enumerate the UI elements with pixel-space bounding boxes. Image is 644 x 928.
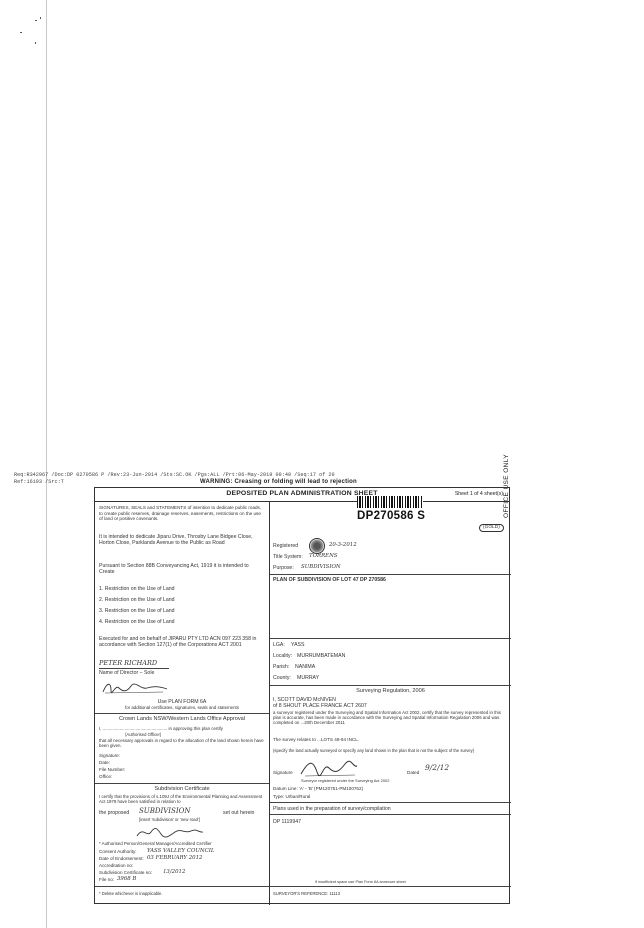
signatures-heading: SIGNATURES, SEALS and STATEMENTS of inte…: [99, 505, 262, 521]
creasing-warning: WARNING: Creasing or folding will lead t…: [200, 479, 357, 485]
crown-field-file-number: File Number:: [99, 767, 126, 772]
lga-label: LGA:: [273, 642, 285, 648]
purpose-value: SUBDIVISION: [301, 564, 341, 570]
insufficient-space-note: If insufficient space use Plan Form 6A a…: [315, 880, 406, 884]
deposited-plan-sheet: DEPOSITED PLAN ADMINISTRATION SHEET Shee…: [94, 487, 511, 905]
surveyors-reference: SURVEYOR'S REFERENCE: 11113: [273, 891, 341, 896]
crown-approvals-text: that all necessary approvals in regard t…: [99, 738, 264, 749]
survey-relates-to: The survey relates to ...LOTS 48-94 INCL…: [273, 737, 360, 742]
purpose-label: Purpose:: [273, 565, 294, 571]
use-plan-form-note: Use PLAN FORM 6A: [157, 699, 207, 705]
restriction-item: 1. Restriction on the Use of Land: [99, 586, 175, 592]
locality-value: MURRUMBATEMAN: [297, 653, 346, 659]
crown-certify-line: I, .....................................…: [99, 726, 223, 731]
title-system-label: Title System:: [273, 554, 303, 560]
column-divider: [269, 501, 270, 905]
crown-field-signature: Signature:: [99, 753, 120, 758]
certificate-number-label: Subdivision Certificate no:: [99, 870, 153, 875]
section-divider: [270, 814, 511, 815]
restriction-item: 2. Restriction on the Use of Land: [99, 597, 175, 603]
director-name-handwritten: PETER RICHARD: [99, 659, 158, 667]
endorsement-date-label: Date of Endorsement:: [99, 856, 144, 861]
dated-value: 9/2/12: [425, 763, 450, 772]
proposed-value: SUBDIVISION: [139, 807, 191, 815]
datum-line: Datum Line: 'A' - 'B' (PM120751-PM100762…: [273, 786, 364, 791]
dp-number: DP270586 S: [357, 510, 426, 522]
subdivision-certificate-text: I certify that the provisions of s.109J …: [99, 794, 263, 805]
file-number-value: 3968 B: [117, 876, 137, 882]
sheet-title: DEPOSITED PLAN ADMINISTRATION SHEET: [226, 490, 378, 497]
scan-speck: [20, 32, 22, 33]
parish-label: Parish:: [273, 664, 290, 670]
county-value: MURRAY: [297, 675, 320, 681]
director-signature: [102, 683, 168, 694]
scan-speck: [35, 20, 37, 21]
scan-margin-line: [46, 0, 47, 928]
insert-note: [insert 'subdivision' or 'new road']: [139, 817, 200, 822]
scan-speck: [35, 42, 36, 44]
specify-land-note: (specify the land actually surveyed or s…: [273, 748, 475, 753]
subdivision-certificate-heading: Subdivision Certificate: [154, 786, 210, 792]
section-divider: [95, 783, 269, 784]
proposed-label: the proposed: [99, 810, 130, 816]
accreditation-label: Accreditation no:: [99, 863, 134, 868]
surveyor-signature: [300, 760, 358, 777]
scan-speck: [40, 17, 41, 19]
consent-authority-value: YASS VALLEY COUNCIL: [147, 848, 215, 854]
plan-of-subdivision: PLAN OF SUBDIVISION OF LOT 47 DP 270586: [273, 577, 386, 583]
file-number-label: File no:: [99, 877, 115, 882]
pursuant-statement: Pursuant to Section 88B Conveyancing Act…: [99, 563, 249, 576]
section-divider: [270, 685, 511, 686]
endorsement-date-value: 03 FEBRUARY 2012: [147, 855, 203, 861]
locality-label: Locality:: [273, 653, 293, 659]
barcode: [357, 496, 423, 508]
plan-reference: DP 1119947: [273, 819, 301, 825]
footnote: * Delete whichever is inapplicable.: [99, 891, 163, 896]
authorised-person-label: * Authorised Person/General Manager/Accr…: [99, 841, 212, 846]
section-divider: [270, 802, 511, 803]
gold-badge: (GOLD): [479, 524, 504, 533]
document-header-line1: Req:R342967 /Doc:DP 0270586 P /Rev:23-Ju…: [14, 472, 335, 478]
document-header-line2: Ref:16193 /Src:T: [14, 479, 64, 485]
restriction-item: 4. Restriction on the Use of Land: [99, 619, 175, 625]
authorised-officer-note: (Authorised Officer): [125, 732, 162, 737]
set-out-herein: set out herein: [223, 810, 255, 816]
consent-authority-label: Consent Authority:: [99, 849, 137, 854]
survey-type: Type: Urban/Rural: [273, 794, 311, 799]
registration-seal: [309, 538, 325, 554]
council-signature: [136, 827, 204, 838]
plans-used-heading: Plans used in the preparation of survey/…: [273, 806, 391, 812]
surveyor-address-line: of 8 SHOUT PLACE FRANCE ACT 2607: [273, 703, 367, 709]
director-name-line: [99, 668, 169, 669]
surveyor-name-line: I, SCOTT DAVID McNIVEN: [273, 697, 336, 703]
crown-field-office: Office:: [99, 774, 113, 779]
sheet-title-bar: DEPOSITED PLAN ADMINISTRATION SHEET Shee…: [95, 488, 509, 502]
title-system-value: TORRENS: [309, 553, 338, 559]
county-label: County:: [273, 675, 291, 681]
sheet-number: Sheet 1 of 4 sheet(s): [454, 491, 503, 497]
dated-label: Dated: [407, 770, 420, 775]
surveyor-certification-text: a surveyor registered under the Surveyin…: [273, 710, 501, 726]
section-divider: [95, 713, 269, 714]
director-label: Name of Director – Sole: [99, 670, 155, 676]
certificate-number-value: 13/2012: [163, 869, 186, 875]
surveying-regulation-heading: Surveying Regulation, 2006: [356, 688, 425, 694]
restriction-item: 3. Restriction on the Use of Land: [99, 608, 175, 614]
registered-date: 20-3-2012: [329, 542, 357, 548]
lga-value: YASS: [291, 642, 305, 648]
use-plan-form-subnote: for additional certificates, signatures,…: [125, 705, 239, 710]
section-divider: [95, 886, 269, 887]
dedication-statement: It is intended to dedicate Jiparu Drive,…: [99, 534, 253, 547]
execution-statement: Executed for and on behalf of JIPARU PTY…: [99, 636, 257, 649]
crown-lands-heading: Crown Lands NSW/Western Lands Office App…: [118, 716, 246, 722]
parish-value: NANIMA: [295, 664, 316, 670]
surveyor-registered-note: Surveyor registered under the Surveying …: [301, 778, 390, 783]
section-divider: [270, 886, 511, 887]
registered-label: Registered: [273, 543, 299, 549]
signature-label: Signature: [273, 770, 293, 775]
section-divider: [270, 574, 511, 575]
crown-field-date: Date:: [99, 760, 110, 765]
section-divider: [270, 638, 511, 639]
